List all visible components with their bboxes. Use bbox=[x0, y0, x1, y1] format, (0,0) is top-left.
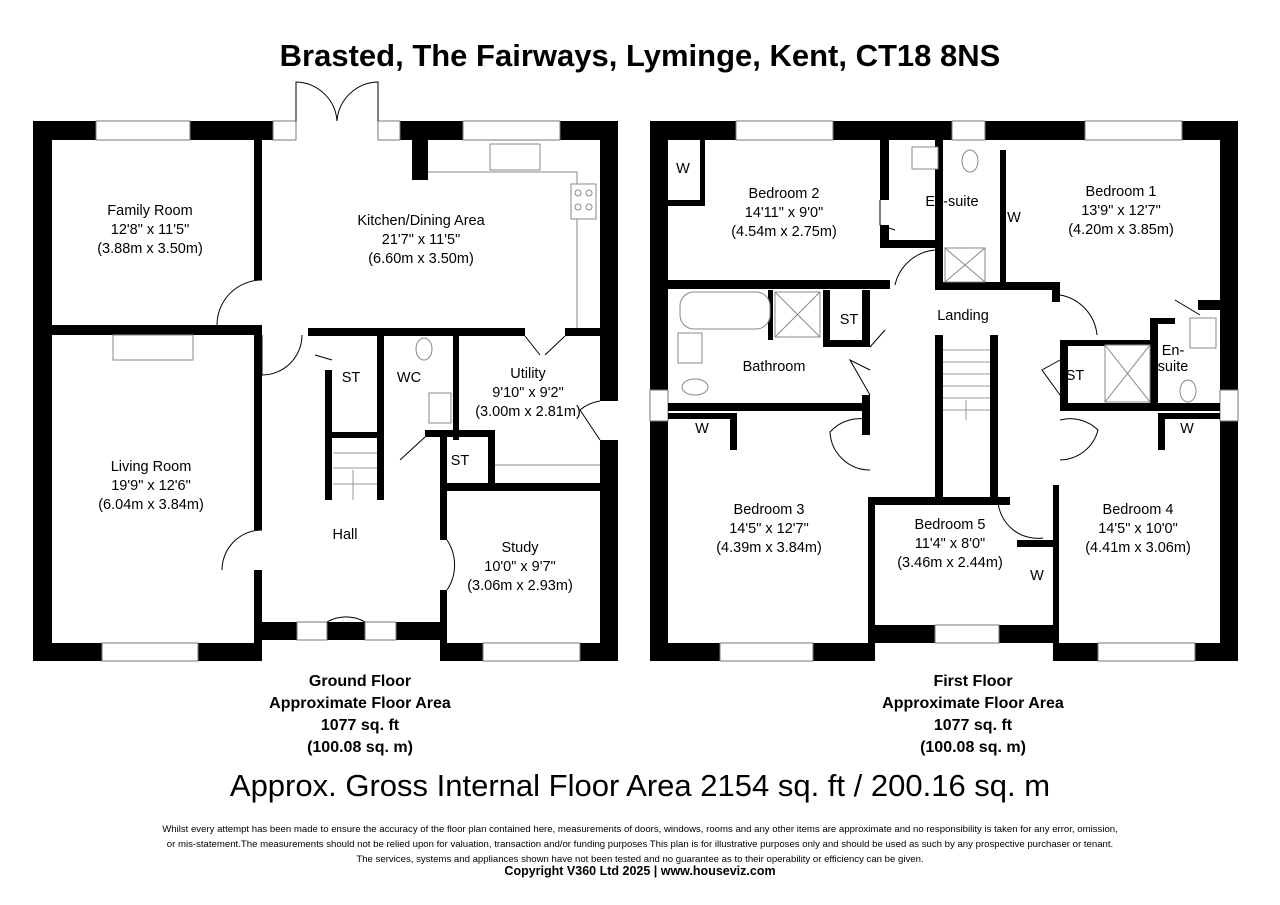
room-name: ST bbox=[1066, 368, 1085, 384]
basin-icon bbox=[1189, 317, 1217, 349]
wardrobe-label: W bbox=[1030, 568, 1044, 584]
room-size-metric: (4.41m x 3.06m) bbox=[1085, 540, 1191, 556]
room-size-imperial: 14'5" x 12'7" bbox=[729, 521, 809, 537]
room-size-imperial: 14'11" x 9'0" bbox=[745, 205, 823, 221]
room-name: Landing bbox=[937, 308, 989, 324]
copyright: Copyright V360 Ltd 2025 | www.houseviz.c… bbox=[504, 864, 776, 878]
room-size-metric: (3.46m x 2.44m) bbox=[897, 555, 1003, 571]
disclaimer-line: Whilst every attempt has been made to en… bbox=[162, 824, 1118, 835]
room-name: suite bbox=[1158, 359, 1189, 375]
room-name: En-suite bbox=[925, 194, 978, 210]
room-size-imperial: 12'8" x 11'5" bbox=[111, 222, 189, 238]
disclaimer-line: The services, systems and appliances sho… bbox=[356, 854, 924, 865]
room-name: Bathroom bbox=[743, 359, 806, 375]
room-size-metric: (4.54m x 2.75m) bbox=[731, 224, 837, 240]
room-name: Family Room bbox=[107, 203, 192, 219]
toilet-icon bbox=[415, 337, 433, 361]
room-size-imperial: 19'9" x 12'6" bbox=[111, 478, 191, 494]
gross-floor-area: Approx. Gross Internal Floor Area 2154 s… bbox=[229, 768, 1051, 803]
toilet-icon bbox=[681, 378, 709, 396]
room-name: ST bbox=[342, 370, 361, 386]
window bbox=[462, 120, 561, 141]
wardrobe-label: W bbox=[695, 421, 709, 437]
ground-floor-summary: Ground Floor Approximate Floor Area 1077… bbox=[210, 671, 510, 759]
french-doors[interactable] bbox=[295, 81, 379, 122]
basin-icon bbox=[677, 332, 703, 364]
window bbox=[1097, 642, 1196, 662]
wardrobe-label: W bbox=[1007, 210, 1021, 226]
basin-icon bbox=[911, 146, 939, 170]
ground-floor-plan: Family Room 12'8" x 11'5" (3.88m x 3.50m… bbox=[33, 81, 618, 662]
room-name: Kitchen/Dining Area bbox=[357, 213, 485, 229]
room-size-imperial: 10'0" x 9'7" bbox=[484, 559, 555, 575]
basin-icon bbox=[428, 392, 452, 424]
room-size-imperial: 13'9" x 12'7" bbox=[1081, 203, 1161, 219]
window bbox=[95, 120, 191, 141]
floor-name: First Floor bbox=[933, 673, 1013, 690]
stairs bbox=[333, 452, 377, 500]
first-floor-plan: Bedroom 2 14'11" x 9'0" (4.54m x 2.75m) … bbox=[649, 120, 1239, 662]
wardrobe-label: W bbox=[676, 161, 690, 177]
room-size-metric: (3.00m x 2.81m) bbox=[475, 404, 581, 420]
sink-icon bbox=[489, 143, 541, 171]
room-name: Bedroom 4 bbox=[1103, 502, 1174, 518]
room-name: Study bbox=[501, 540, 539, 556]
window bbox=[101, 642, 199, 662]
room-size-metric: (6.60m x 3.50m) bbox=[368, 251, 474, 267]
bath-icon bbox=[679, 291, 771, 330]
fireplace bbox=[112, 334, 194, 361]
room-size-imperial: 21'7" x 11'5" bbox=[382, 232, 460, 248]
disclaimer-line: or mis-statement.The measurements should… bbox=[166, 839, 1114, 850]
room-name: ST bbox=[451, 453, 470, 469]
room-size-imperial: 11'4" x 8'0" bbox=[915, 536, 985, 552]
wardrobe-label: W bbox=[1180, 421, 1194, 437]
floor-name: Ground Floor bbox=[308, 673, 412, 690]
stairs bbox=[943, 349, 990, 420]
first-floor-summary: First Floor Approximate Floor Area 1077 … bbox=[823, 671, 1123, 759]
hob-icon bbox=[570, 183, 597, 220]
plan-title: Brasted, The Fairways, Lyminge, Kent, CT… bbox=[279, 38, 1001, 73]
room-name: En- bbox=[1162, 343, 1185, 359]
floor-area-sqm: (100.08 sq. m) bbox=[307, 739, 413, 756]
disclaimer: Whilst every attempt has been made to en… bbox=[0, 822, 1280, 867]
room-name: ST bbox=[840, 312, 859, 328]
room-size-imperial: 14'5" x 10'0" bbox=[1098, 521, 1178, 537]
floor-area-sqft: 1077 sq. ft bbox=[320, 717, 400, 734]
room-name: Bedroom 2 bbox=[749, 186, 820, 202]
room-name: Bedroom 5 bbox=[915, 517, 986, 533]
room-name: Utility bbox=[510, 366, 546, 382]
room-size-metric: (3.06m x 2.93m) bbox=[467, 578, 573, 594]
toilet-icon bbox=[1179, 379, 1197, 403]
window bbox=[482, 642, 581, 662]
window bbox=[735, 120, 834, 141]
window bbox=[719, 642, 814, 662]
room-name: Bedroom 1 bbox=[1086, 184, 1157, 200]
floor-area-sqft: 1077 sq. ft bbox=[933, 717, 1013, 734]
floor-area-label: Approximate Floor Area bbox=[269, 695, 451, 712]
floor-area-sqm: (100.08 sq. m) bbox=[920, 739, 1026, 756]
room-size-metric: (4.39m x 3.84m) bbox=[716, 540, 822, 556]
room-size-metric: (3.88m x 3.50m) bbox=[97, 241, 203, 257]
room-name: Hall bbox=[333, 527, 358, 543]
toilet-icon bbox=[961, 149, 979, 173]
floor-area-label: Approximate Floor Area bbox=[882, 695, 1064, 712]
room-size-metric: (4.20m x 3.85m) bbox=[1068, 222, 1174, 238]
window bbox=[1084, 120, 1183, 141]
room-name: Bedroom 3 bbox=[734, 502, 805, 518]
room-name: WC bbox=[397, 370, 421, 386]
room-size-imperial: 9'10" x 9'2" bbox=[492, 385, 563, 401]
room-name: Living Room bbox=[111, 459, 192, 475]
room-size-metric: (6.04m x 3.84m) bbox=[98, 497, 204, 513]
